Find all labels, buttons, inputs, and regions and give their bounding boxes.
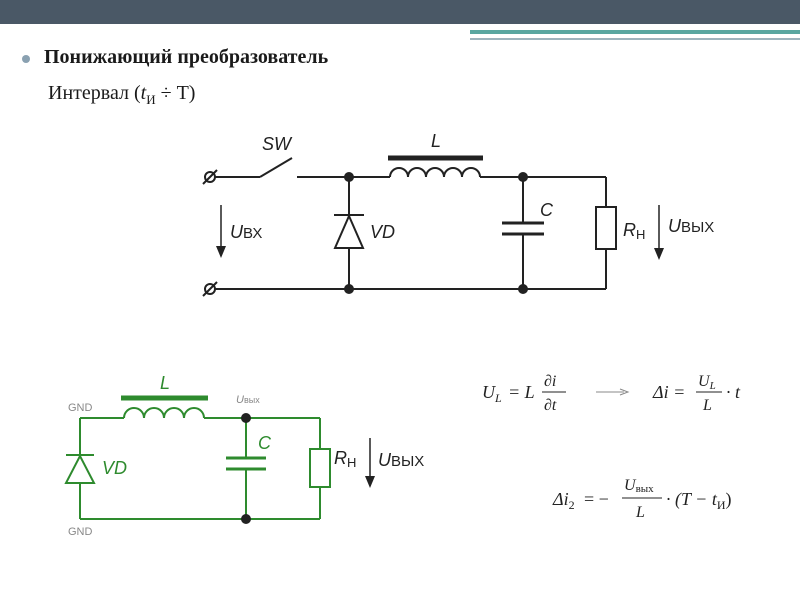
- subtitle-t: t: [140, 82, 147, 104]
- top-circuit: [202, 155, 660, 297]
- label-u-in: UВХ: [230, 222, 262, 242]
- label-c-bottom: C: [258, 433, 272, 453]
- f3-lhs: Δi2: [552, 489, 575, 512]
- node-cap-top: [518, 172, 528, 182]
- label-u-out-bottom: UВЫХ: [378, 450, 424, 470]
- slide-title: Понижающий преобразователь: [44, 46, 329, 68]
- node-g-cap-bottom: [241, 514, 251, 524]
- arrowhead-u-out: [654, 248, 664, 260]
- node-diode-top: [344, 172, 354, 182]
- f1-eq: = L: [508, 382, 535, 402]
- gnd-labels: GND GND Uвых: [68, 394, 260, 538]
- bottom-circuit-black: [241, 413, 375, 524]
- diode-triangle-bottom: [64, 453, 96, 484]
- formula-3: Δi2 = − Uвых L · (T − tИ): [552, 477, 732, 521]
- f2-lhs: Δi =: [652, 382, 685, 402]
- label-rn-top: RН: [623, 220, 645, 242]
- header-stripe-gray: [470, 38, 800, 40]
- top-circuit-labels: SW L VD C RН UВХ UВЫХ: [230, 131, 714, 242]
- inductor-l: [389, 167, 481, 178]
- f2-den: L: [702, 397, 712, 414]
- label-gnd-bottom: GND: [68, 526, 93, 538]
- formula-1: UL = L ∂i ∂t: [482, 373, 566, 414]
- terminal-bottom-left: [202, 281, 218, 297]
- f2-tail: · t: [726, 382, 741, 402]
- formula-2: Δi = UL L · t: [652, 373, 741, 414]
- label-c-top: C: [540, 200, 554, 220]
- bottom-circuit: [64, 395, 331, 520]
- label-gnd-top: GND: [68, 402, 93, 414]
- f3-tail: · (T − tИ): [666, 489, 732, 512]
- title-row: Понижающий преобразователь: [22, 46, 328, 69]
- label-sw: SW: [262, 134, 293, 154]
- terminal-top-left: [202, 169, 218, 185]
- resistor-rn: [595, 206, 617, 250]
- bullet-icon: [22, 54, 30, 63]
- label-vd-bottom: VD: [102, 458, 127, 478]
- f3-den: L: [635, 504, 645, 521]
- slide-subtitle: Интервал (tИ ÷ T): [48, 82, 195, 108]
- node-g-cap-top: [241, 413, 251, 423]
- label-rn-bottom: RН: [334, 448, 356, 470]
- label-u-out-top: UВЫХ: [668, 216, 714, 236]
- resistor-rn-bottom: [309, 448, 331, 488]
- inductor-l-bottom: [123, 407, 205, 419]
- subtitle-prefix: Интервал (: [48, 82, 141, 104]
- bottom-circuit-labels: L C VD RН UВЫХ: [102, 373, 424, 478]
- top-circuit-fills: [216, 172, 664, 294]
- header-bar: [0, 0, 800, 24]
- f3-eq: = −: [584, 489, 609, 509]
- diode-triangle: [333, 213, 365, 249]
- switch-sw: [259, 157, 293, 178]
- label-u-node: Uвых: [236, 394, 260, 406]
- header-stripe-teal: [470, 30, 800, 34]
- formula-arrow: [596, 388, 630, 396]
- subtitle-rest: ÷ T): [155, 82, 196, 104]
- f1-den: ∂t: [544, 397, 557, 414]
- f2-num: UL: [698, 373, 716, 392]
- f1-lhs: UL: [482, 382, 502, 405]
- arrowhead-u-out-bottom: [365, 476, 375, 488]
- arrowhead-u-in: [216, 246, 226, 258]
- label-vd-top: VD: [370, 222, 395, 242]
- node-cap-bottom: [518, 284, 528, 294]
- label-l-top: L: [431, 131, 441, 151]
- subtitle-t-sub: И: [146, 92, 156, 107]
- label-l-bottom: L: [160, 373, 170, 393]
- f1-num: ∂i: [544, 373, 556, 390]
- arrow-right-icon: [619, 388, 630, 396]
- node-diode-bottom: [344, 284, 354, 294]
- f3-num: Uвых: [624, 477, 654, 495]
